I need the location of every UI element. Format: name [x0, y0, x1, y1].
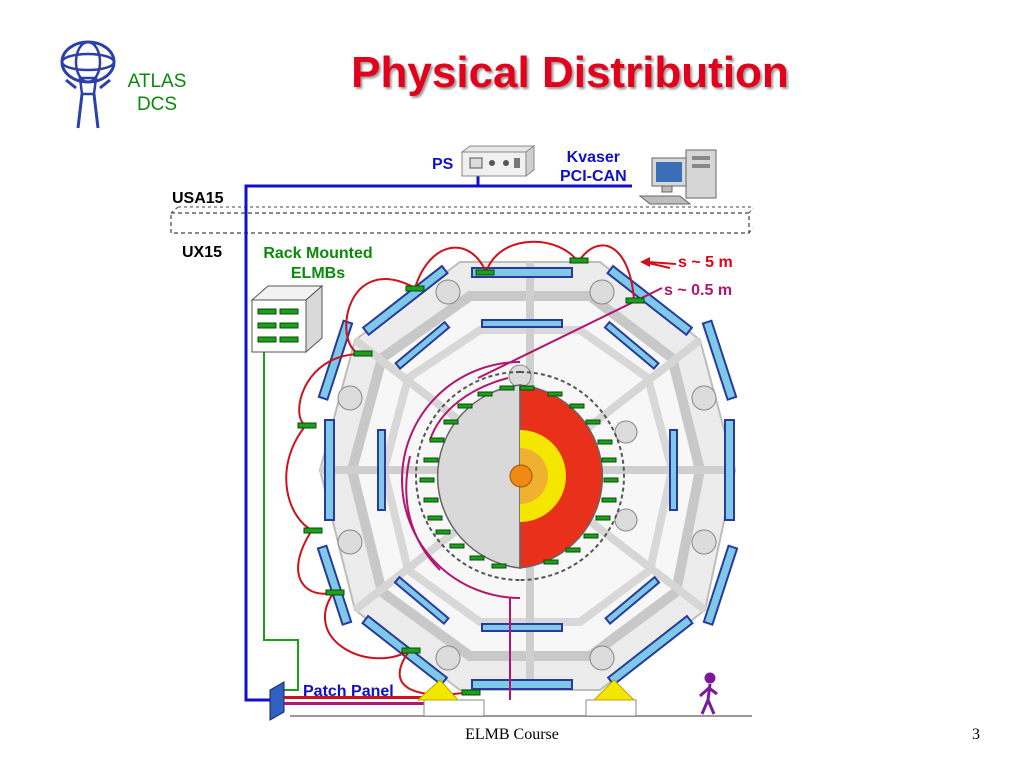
elmb-boards [297, 257, 645, 696]
detector-feet [416, 679, 637, 717]
logo-text: ATLAS DCS [112, 70, 202, 116]
rack-mounted-elmbs-label: Rack Mounted ELMBs [244, 244, 392, 284]
footer-course: ELMB Course [465, 726, 559, 743]
ux15-label: UX15 [182, 244, 223, 261]
page-number: 3 [972, 726, 980, 743]
main-bus [244, 176, 632, 702]
kvaser-line-2: PCI-CAN [560, 168, 627, 185]
rack-link [263, 352, 299, 691]
person-icon [699, 672, 718, 715]
patch-panel-label: Patch Panel [303, 683, 394, 700]
s-05m-label: s ~ 0.5 m [664, 282, 733, 299]
power-supply-icon [460, 145, 536, 177]
outer-can-cables [285, 240, 671, 696]
rack-line-1: Rack Mounted [263, 245, 373, 262]
atlas-logo-icon [52, 32, 124, 132]
computer-icon [638, 149, 717, 205]
elmb-crate-icon [250, 284, 324, 354]
kvaser-label: Kvaser PCI-CAN [560, 148, 627, 186]
slide-title: Physical Distribution [351, 48, 789, 97]
usa15-label: USA15 [172, 190, 224, 207]
inner-detector [415, 371, 625, 581]
s-5m-label: s ~ 5 m [678, 254, 733, 271]
logo-line-dcs: DCS [136, 94, 178, 115]
s5m-arrow [640, 257, 677, 267]
ps-label: PS [432, 156, 454, 173]
logo-line-atlas: ATLAS [127, 71, 187, 92]
cavern-boundary [170, 206, 754, 234]
kvaser-line-1: Kvaser [566, 149, 621, 166]
rack-line-2: ELMBs [290, 265, 346, 282]
patch-panel-icon [269, 681, 424, 721]
